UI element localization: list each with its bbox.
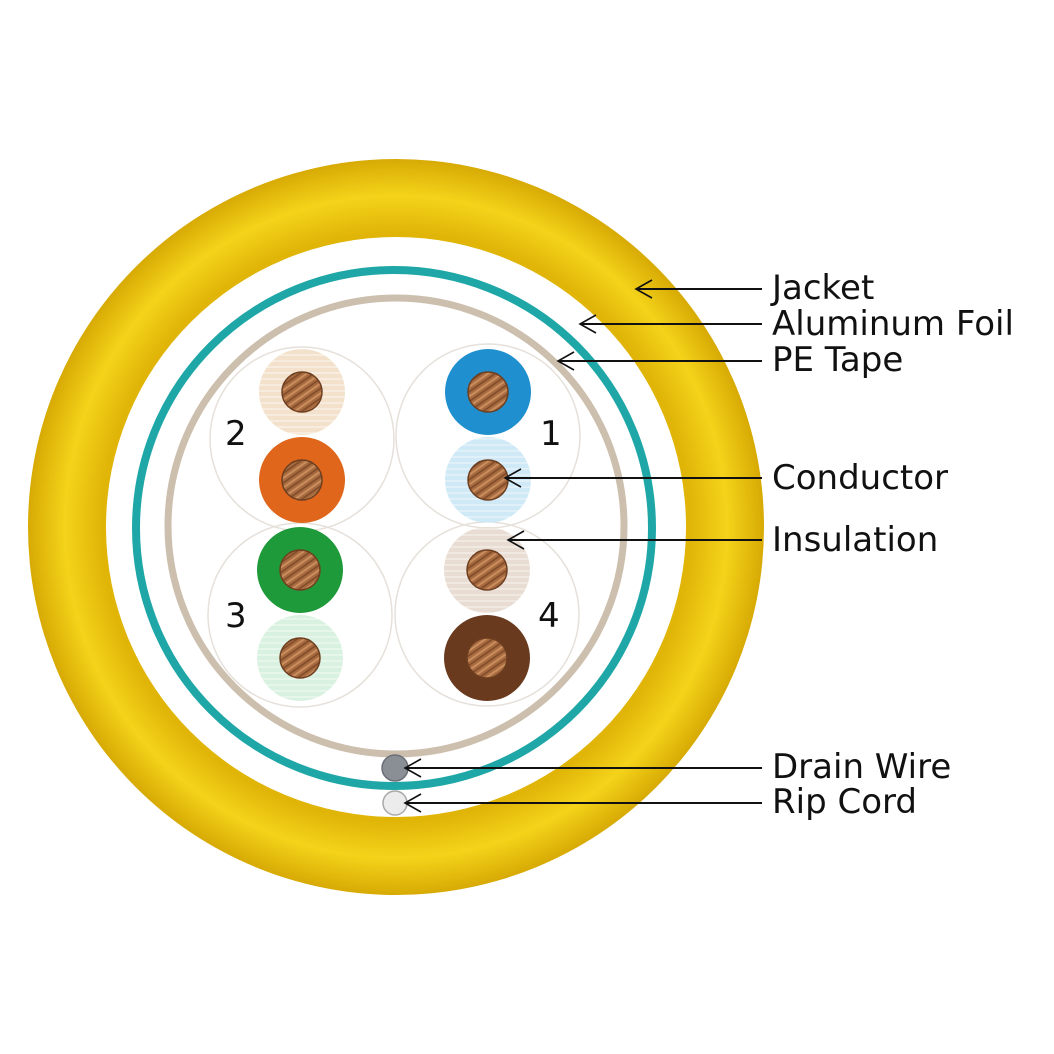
jacket-inner-gap bbox=[106, 237, 686, 817]
pe-tape-leader bbox=[556, 351, 762, 371]
pair-number-1: 1 bbox=[540, 414, 562, 454]
conductor-leader bbox=[503, 468, 762, 488]
aluminum-foil-leader bbox=[578, 314, 762, 334]
pe-tape-ring bbox=[164, 294, 628, 758]
pair-4-wire-a bbox=[444, 527, 530, 613]
pair-2-wire-b bbox=[259, 437, 345, 523]
drain-wire-leader bbox=[403, 758, 762, 778]
pair-1-wire-b bbox=[445, 437, 531, 523]
label-pe-tape: PE Tape bbox=[772, 340, 903, 380]
pair-3-outline bbox=[207, 522, 393, 708]
label-drain-wire: Drain Wire bbox=[772, 747, 951, 787]
aluminum-foil-ring bbox=[132, 266, 656, 790]
pair-number-3: 3 bbox=[225, 596, 247, 636]
pair-1-wire-a bbox=[445, 349, 531, 435]
label-rip-cord: Rip Cord bbox=[772, 782, 917, 822]
label-insulation: Insulation bbox=[772, 520, 938, 560]
rip-cord-leader bbox=[403, 793, 762, 813]
label-conductor: Conductor bbox=[772, 458, 948, 498]
insulation-leader bbox=[506, 530, 762, 550]
pair-3-wire-a bbox=[257, 527, 343, 613]
pair-number-2: 2 bbox=[225, 414, 247, 454]
label-jacket: Jacket bbox=[770, 268, 874, 308]
pair-3-wire-b bbox=[257, 615, 343, 701]
pair-4-wire-b bbox=[444, 615, 530, 701]
label-aluminum-foil: Aluminum Foil bbox=[772, 304, 1014, 344]
pair-number-4: 4 bbox=[538, 596, 560, 636]
jacket-leader bbox=[634, 279, 762, 299]
pair-2-wire-a bbox=[259, 349, 345, 435]
